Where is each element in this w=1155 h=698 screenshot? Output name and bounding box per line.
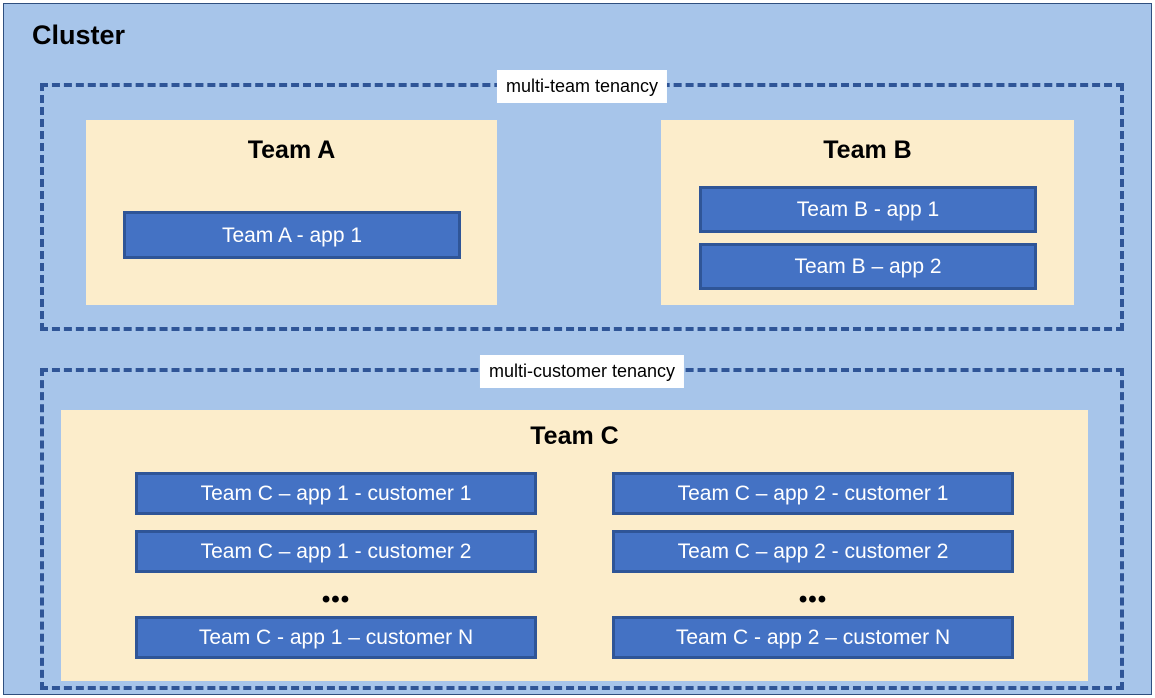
team-c-app-2-ellipsis: ••• [798,586,828,613]
team-c-title: Team C [530,422,619,450]
multi-customer-tenancy-group: multi-customer tenancy [40,355,1124,690]
app-box-team-c-app-2-customer-2[interactable]: Team C – app 2 - customer 2 [612,530,1014,573]
multi-team-tenancy-group: multi-team tenancy [40,70,1124,331]
cluster-title: Cluster [32,20,126,50]
team-c-app-2-column: Team C – app 2 - customer 1 Team C – app… [612,472,1014,659]
team-c-app-1-ellipsis: ••• [321,586,351,613]
app-box-team-b-app-1[interactable]: Team B - app 1 [699,186,1037,233]
app-box-team-c-app-2-customer-1[interactable]: Team C – app 2 - customer 1 [612,472,1014,515]
app-box-team-c-app-2-customer-n[interactable]: Team C - app 2 – customer N [612,616,1014,659]
multi-customer-tenancy-label: multi-customer tenancy [479,355,685,388]
cluster-panel: Cluster multi-team tenancy Team A Team A… [3,3,1152,695]
multi-team-tenancy-label: multi-team tenancy [496,70,668,103]
team-c-app-1-column: Team C – app 1 - customer 1 Team C – app… [135,472,537,659]
app-box-team-c-app-1-customer-n[interactable]: Team C - app 1 – customer N [135,616,537,659]
team-b-title: Team B [823,136,912,164]
app-box-team-b-app-2[interactable]: Team B – app 2 [699,243,1037,290]
team-a-title: Team A [247,136,336,164]
app-box-team-c-app-1-customer-1[interactable]: Team C – app 1 - customer 1 [135,472,537,515]
app-box-team-a-app-1[interactable]: Team A - app 1 [123,211,461,259]
app-box-team-c-app-1-customer-2[interactable]: Team C – app 1 - customer 2 [135,530,537,573]
